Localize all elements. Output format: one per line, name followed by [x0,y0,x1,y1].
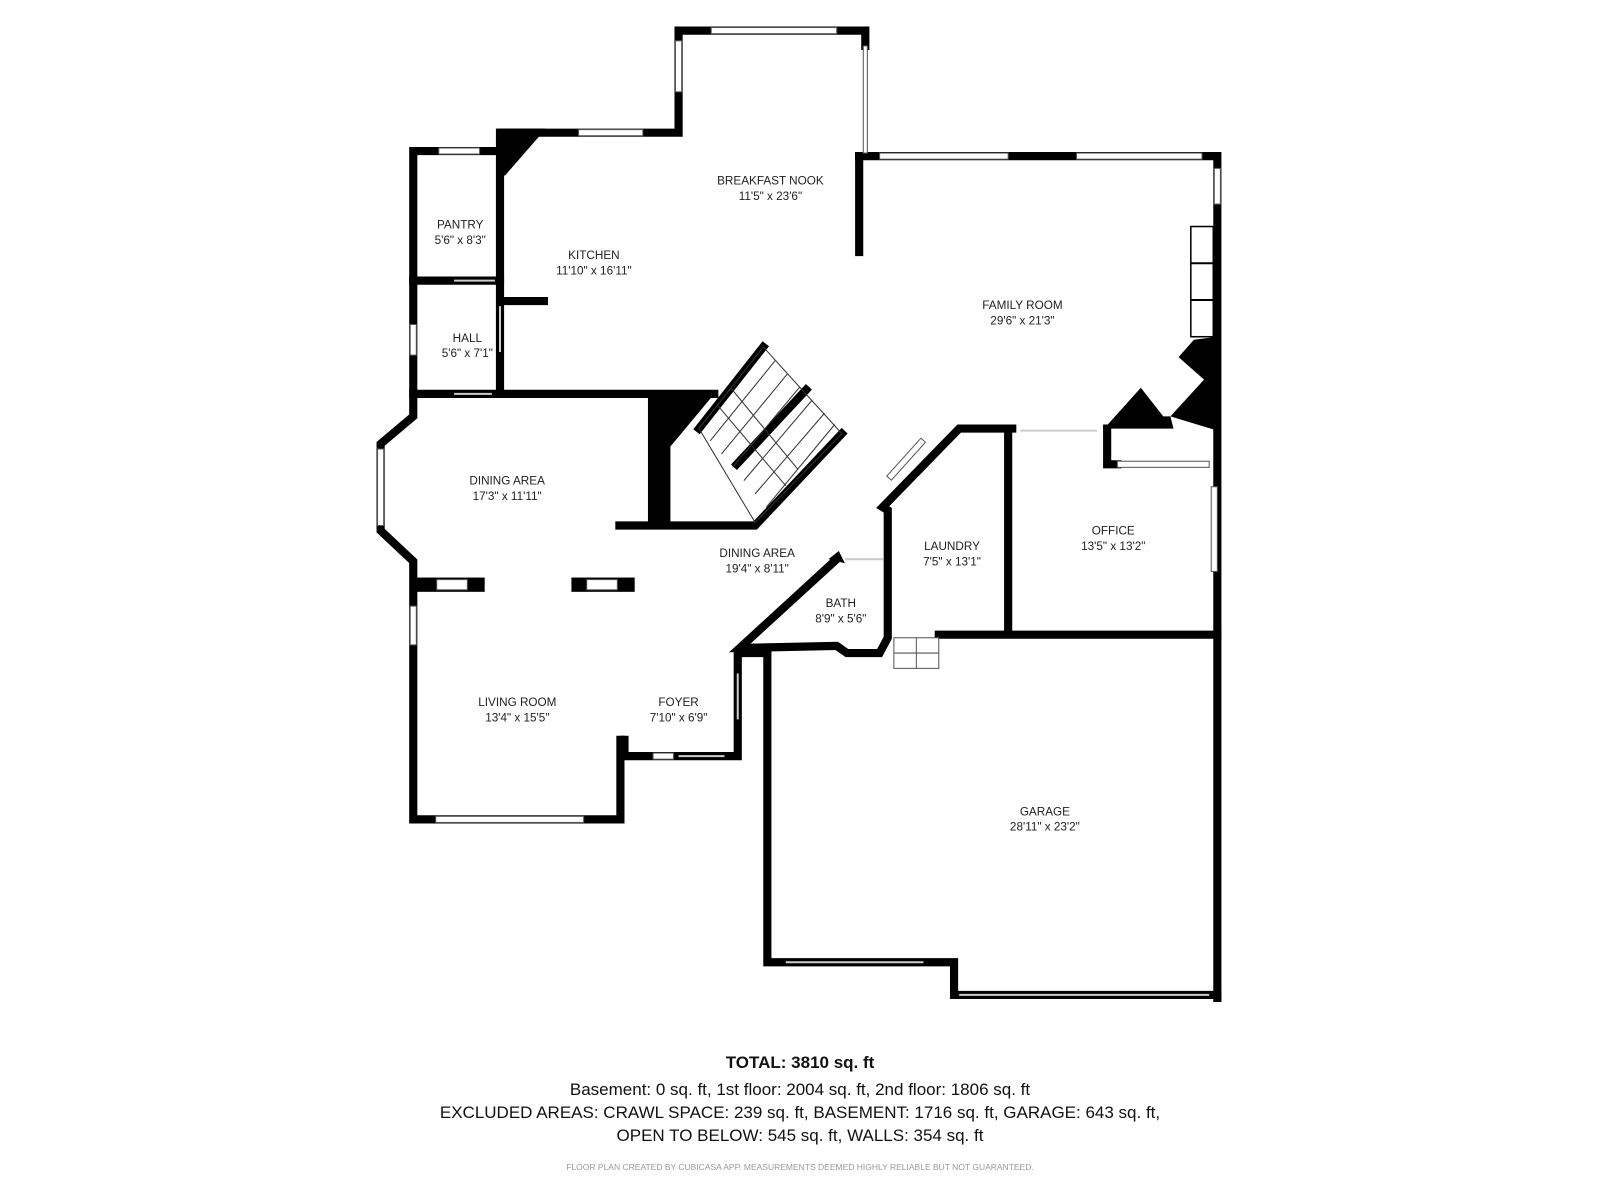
svg-text:FOYER: FOYER [658,696,698,709]
svg-text:13'5" x 13'2": 13'5" x 13'2" [1081,540,1145,553]
svg-text:5'6" x 8'3": 5'6" x 8'3" [435,234,486,247]
floor-areas: Basement: 0 sq. ft, 1st floor: 2004 sq. … [569,1080,1031,1099]
svg-text:19'4" x 8'11": 19'4" x 8'11" [725,562,788,575]
svg-text:BREAKFAST NOOK: BREAKFAST NOOK [717,175,824,188]
windows-and-doors [377,27,1221,996]
svg-text:BATH: BATH [826,597,856,610]
svg-text:GARAGE: GARAGE [1020,805,1070,818]
room-label-hall: HALL 5'6" x 7'1" [442,332,493,360]
room-label-dining-area-2: DINING AREA 19'4" x 8'11" [719,547,795,575]
svg-text:LIVING ROOM: LIVING ROOM [478,696,556,709]
room-label-bath: BATH 8'9" x 5'6" [815,597,866,625]
svg-text:11'10" x 16'11": 11'10" x 16'11" [556,264,632,277]
room-label-pantry: PANTRY 5'6" x 8'3" [435,219,486,247]
svg-text:29'6" x 21'3": 29'6" x 21'3" [990,314,1054,327]
svg-text:8'9" x 5'6": 8'9" x 5'6" [815,612,866,625]
svg-text:LAUNDRY: LAUNDRY [924,540,980,553]
room-label-family-room: FAMILY ROOM 29'6" x 21'3" [982,299,1062,327]
svg-text:OFFICE: OFFICE [1092,525,1135,538]
room-label-living-room: LIVING ROOM 13'4" x 15'5" [478,696,556,724]
room-label-office: OFFICE 13'5" x 13'2" [1081,525,1145,553]
svg-text:17'3" x 11'11": 17'3" x 11'11" [473,490,542,503]
svg-text:7'5" x 13'1": 7'5" x 13'1" [923,555,981,568]
room-label-breakfast-nook: BREAKFAST NOOK 11'5" x 23'6" [717,175,824,203]
excluded-areas-continued: OPEN TO BELOW: 545 sq. ft, WALLS: 354 sq… [616,1126,984,1145]
room-label-garage: GARAGE 28'11" x 23'2" [1010,805,1080,833]
room-label-foyer: FOYER 7'10" x 6'9" [650,696,708,724]
svg-text:7'10" x 6'9": 7'10" x 6'9" [650,711,708,724]
room-labels: BREAKFAST NOOK 11'5" x 23'6" PANTRY 5'6" x… [435,175,1146,834]
svg-text:28'11" x 23'2": 28'11" x 23'2" [1010,821,1080,834]
svg-text:HALL: HALL [453,332,483,345]
staircase [698,346,843,524]
svg-text:13'4" x 15'5": 13'4" x 15'5" [485,711,549,724]
disclaimer: FLOOR PLAN CREATED BY CUBICASA APP. MEAS… [566,1162,1034,1172]
room-label-laundry: LAUNDRY 7'5" x 13'1" [923,540,981,568]
room-label-kitchen: KITCHEN 11'10" x 16'11" [556,249,632,277]
svg-text:KITCHEN: KITCHEN [568,249,619,262]
svg-text:DINING AREA: DINING AREA [469,475,545,488]
total-area: TOTAL: 3810 sq. ft [725,1053,875,1072]
svg-text:5'6" x 7'1": 5'6" x 7'1" [442,347,493,360]
room-label-dining-area-1: DINING AREA 17'3" x 11'11" [469,475,545,503]
svg-text:11'5" x 23'6": 11'5" x 23'6" [739,190,802,203]
svg-text:PANTRY: PANTRY [437,219,484,232]
excluded-areas: EXCLUDED AREAS: CRAWL SPACE: 239 sq. ft,… [439,1103,1161,1122]
svg-text:FAMILY ROOM: FAMILY ROOM [982,299,1062,312]
svg-text:DINING AREA: DINING AREA [719,547,795,560]
